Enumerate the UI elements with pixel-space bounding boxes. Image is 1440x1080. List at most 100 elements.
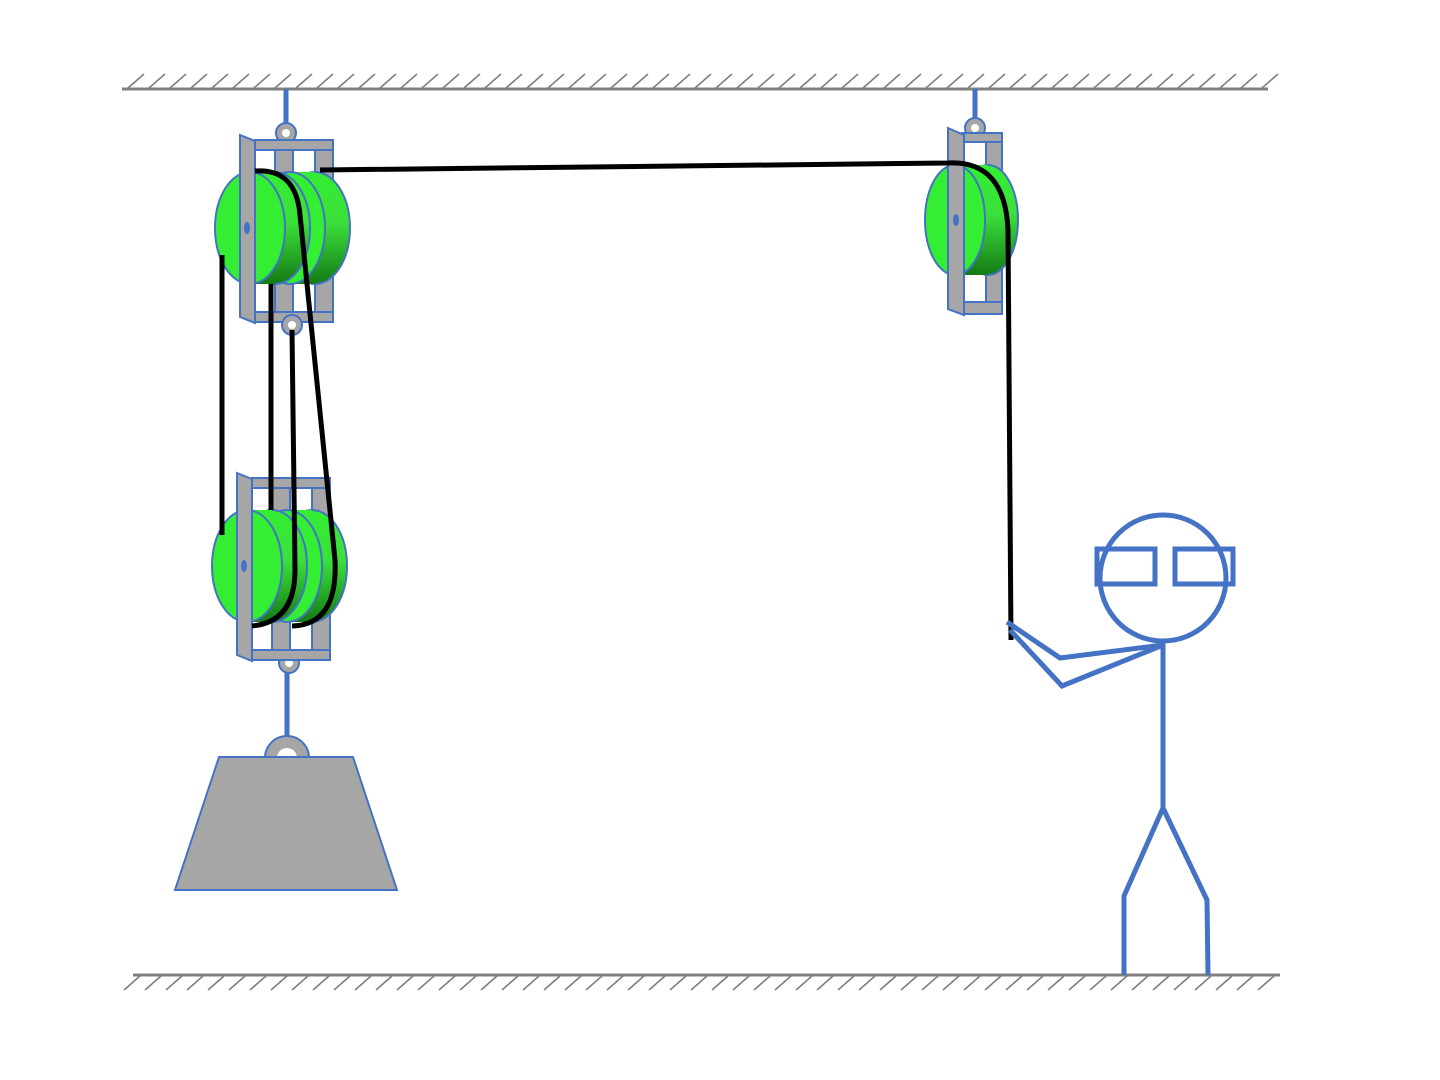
floor-hatch: [249, 975, 267, 991]
floor-hatch: [333, 975, 351, 991]
ceiling-hatch: [1219, 73, 1237, 89]
floor-hatch: [753, 975, 771, 991]
ceiling-hatch: [547, 73, 565, 89]
ceiling-hatch: [1198, 73, 1216, 89]
hook-eye-hole: [282, 129, 290, 137]
floor-hatch: [1047, 975, 1065, 991]
ceiling-hatch: [1093, 73, 1111, 89]
ceiling-hatch: [127, 73, 145, 89]
ceiling-hatch: [799, 73, 817, 89]
ceiling-hatch: [463, 73, 481, 89]
floor-hatch: [396, 975, 414, 991]
upper-arm: [1005, 619, 1164, 661]
ceiling-hatch: [1072, 73, 1090, 89]
weight-body: [173, 756, 399, 891]
ceiling-hatch: [1156, 73, 1174, 89]
glasses-left-lens: [1094, 546, 1158, 587]
floor-hatch: [438, 975, 456, 991]
ceiling-hatch: [253, 73, 271, 89]
ceiling-hatch: [925, 73, 943, 89]
ceiling-hatch: [904, 73, 922, 89]
axle-icon: [244, 222, 250, 234]
axle-icon: [241, 560, 247, 572]
ceiling-hatch: [715, 73, 733, 89]
floor-hatch: [921, 975, 939, 991]
ceiling-hatch: [610, 73, 628, 89]
ceiling-hatch: [211, 73, 229, 89]
floor-hatch: [165, 975, 183, 991]
ceiling-hatch: [400, 73, 418, 89]
head: [1097, 512, 1229, 644]
floor-hatch: [1068, 975, 1086, 991]
ceiling-hatch: [988, 73, 1006, 89]
floor-hatch: [270, 975, 288, 991]
floor-hatch: [627, 975, 645, 991]
frame-top-bar: [251, 477, 331, 489]
ceiling-hatch: [967, 73, 985, 89]
ceiling-hatch: [568, 73, 586, 89]
right-leg: [1160, 806, 1211, 976]
ceiling-hatch: [631, 73, 649, 89]
floor-hatch: [984, 975, 1002, 991]
ceiling-hatch: [337, 73, 355, 89]
floor-hatch: [291, 975, 309, 991]
floor-hatch: [900, 975, 918, 991]
floor-hatch: [942, 975, 960, 991]
floor-hatch: [375, 975, 393, 991]
floor-hatch: [1131, 975, 1149, 991]
glasses-right-lens: [1172, 546, 1236, 587]
ceiling-hatch: [673, 73, 691, 89]
left-leg: [1121, 806, 1166, 975]
stick-figure: [1005, 512, 1236, 976]
ceiling-hatch: [358, 73, 376, 89]
ceiling-hatch: [778, 73, 796, 89]
ceiling: [122, 73, 1279, 91]
ceiling-hatch: [232, 73, 250, 89]
ceiling-hatch: [295, 73, 313, 89]
ceiling-hatch: [505, 73, 523, 89]
floor-hatch: [228, 975, 246, 991]
ceiling-hatch: [1009, 73, 1027, 89]
floor-hatch: [1215, 975, 1233, 991]
ceiling-hatch: [484, 73, 502, 89]
frame-top-bar: [254, 139, 334, 151]
ceiling-hatch: [526, 73, 544, 89]
floor-hatch: [837, 975, 855, 991]
frame-bottom-bar: [961, 301, 1003, 315]
redirect-pulley: [924, 117, 1019, 317]
floor-hatch: [1089, 975, 1107, 991]
ceiling-hatch: [1261, 73, 1279, 89]
floor-hatch: [522, 975, 540, 991]
floor-hatch: [1026, 975, 1044, 991]
ceiling-hatch: [169, 73, 187, 89]
ceiling-hatch: [442, 73, 460, 89]
floor-hatch: [459, 975, 477, 991]
floor-hatch: [648, 975, 666, 991]
floor-hatch: [795, 975, 813, 991]
ceiling-hatch: [841, 73, 859, 89]
upper-pulley-block: [214, 122, 351, 336]
sheave: [924, 164, 1019, 276]
ceiling-hatch: [1135, 73, 1153, 89]
floor-hatch: [312, 975, 330, 991]
floor-hatch: [669, 975, 687, 991]
rope-segment-to-puller: [319, 160, 1014, 641]
floor-hatch: [144, 975, 162, 991]
ceiling-hatch: [1114, 73, 1132, 89]
frame-top-bar: [961, 132, 1003, 143]
ceiling-hatch: [589, 73, 607, 89]
ceiling-hatch: [148, 73, 166, 89]
floor-hatch: [1110, 975, 1128, 991]
floor-hatch: [186, 975, 204, 991]
rope: [219, 160, 1014, 641]
floor-hatch: [1257, 975, 1275, 991]
floor-hatch: [1194, 975, 1212, 991]
floor-hatch: [879, 975, 897, 991]
floor-hatch: [501, 975, 519, 991]
floor-hatch: [606, 975, 624, 991]
ceiling-hatch: [316, 73, 334, 89]
frame-bottom-bar: [251, 649, 331, 661]
floor-hatch: [732, 975, 750, 991]
